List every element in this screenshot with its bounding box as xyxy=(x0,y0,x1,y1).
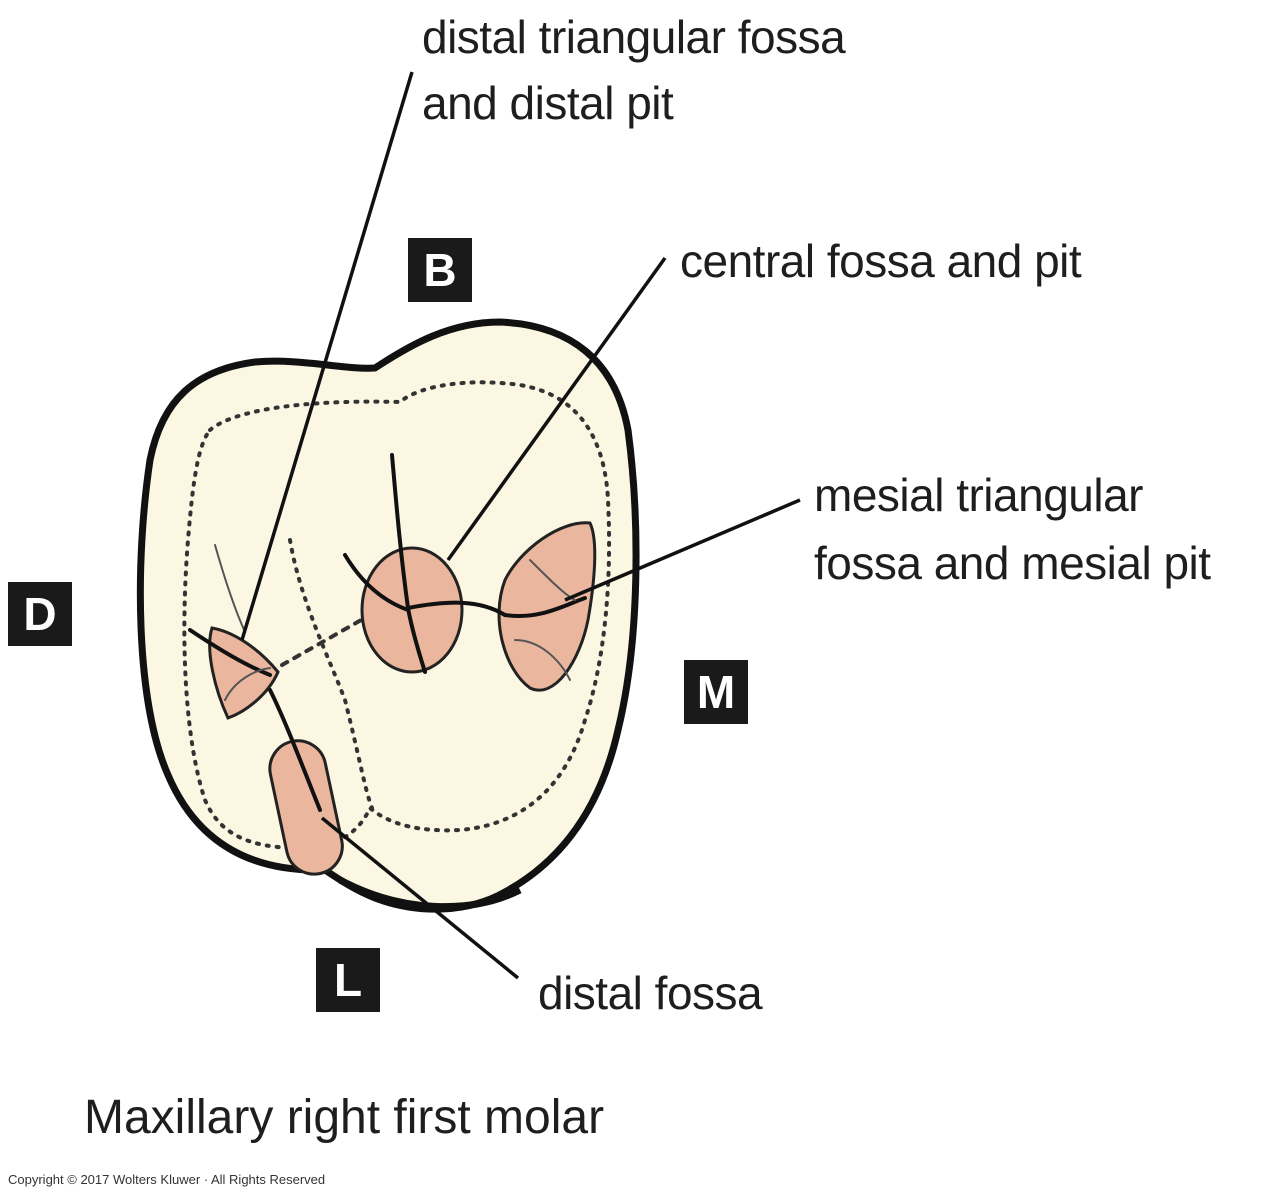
leader-distal-fossa xyxy=(320,816,520,980)
dotted-marginal-outline xyxy=(182,380,612,851)
direction-distal: D xyxy=(8,582,72,646)
copyright-notice: Copyright © 2017 Wolters Kluwer · All Ri… xyxy=(8,1172,326,1187)
lingual-contour xyxy=(338,876,522,911)
mesial-triangular-fossa xyxy=(497,521,597,692)
oblique-ridge-dotted xyxy=(288,538,374,810)
figure-caption: Maxillary right first molar xyxy=(84,1091,605,1144)
label-mesial-triangular-fossa-line1: mesial triangular xyxy=(814,469,1143,521)
direction-lingual: L xyxy=(316,948,380,1012)
leader-distal-triangular xyxy=(240,71,414,641)
label-distal-fossa: distal fossa xyxy=(538,967,763,1019)
central-fossa xyxy=(360,546,464,674)
label-distal-triangular-fossa-line2: and distal pit xyxy=(422,77,674,129)
grooves xyxy=(188,453,587,812)
direction-mesial: M xyxy=(684,660,748,724)
leader-mesial xyxy=(564,498,801,602)
label-mesial-triangular-fossa-line2: fossa and mesial pit xyxy=(814,537,1211,589)
transverse-dotted xyxy=(280,613,372,667)
leader-central xyxy=(446,256,667,562)
label-central-fossa: central fossa and pit xyxy=(680,235,1082,287)
label-distal-triangular-fossa-line1: distal triangular fossa xyxy=(422,11,846,63)
leader-lines xyxy=(240,71,801,980)
direction-buccal: B xyxy=(408,238,472,302)
